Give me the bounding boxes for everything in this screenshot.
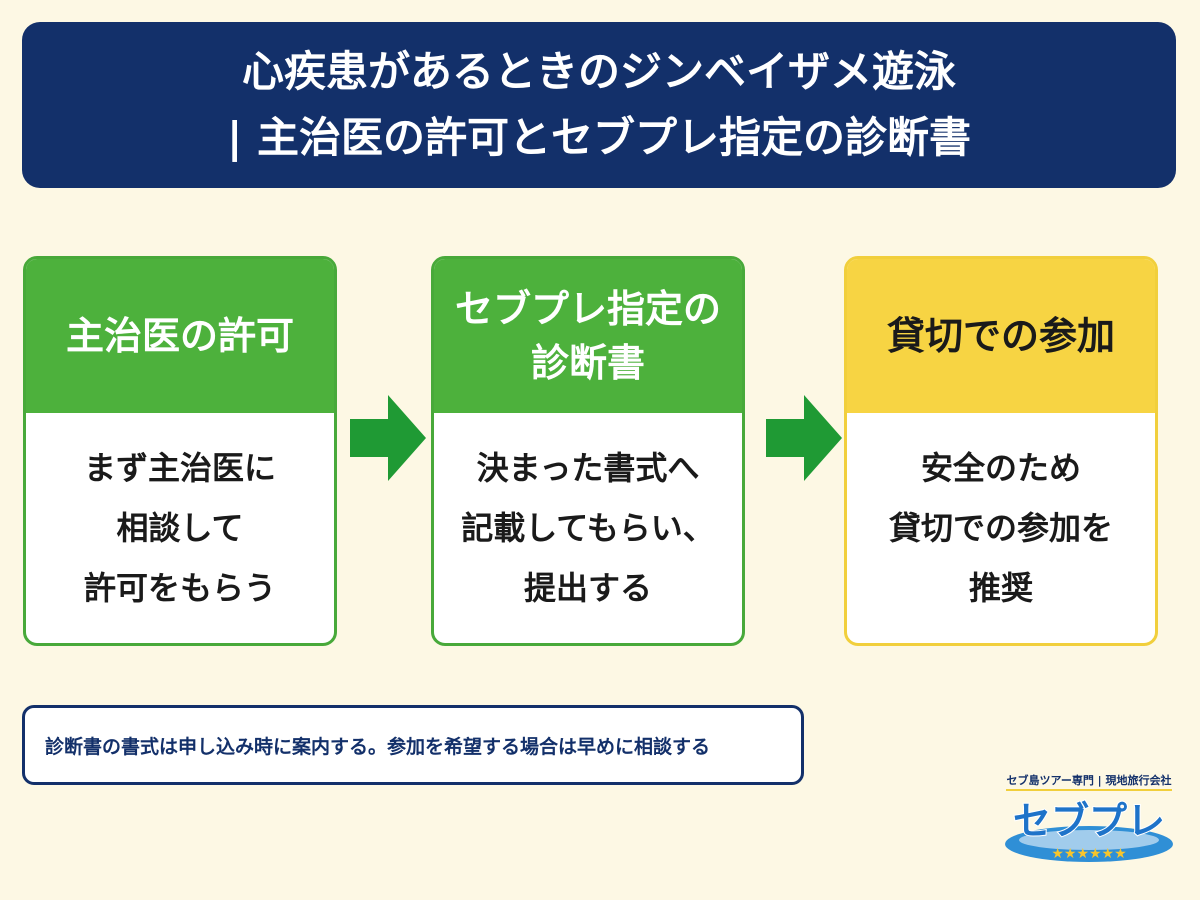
logo-emblem: セブプレ ★★★★★★ — [1005, 798, 1173, 862]
step-header-text: 診断書 — [530, 341, 645, 385]
step-body-line: 許可をもらう — [83, 569, 276, 607]
logo-tagline: セブ島ツアー専門 | 現地旅行会社 — [1006, 774, 1172, 787]
step-card-body: 決まった書式へ 記載してもらい、 提出する — [434, 413, 742, 643]
title-line-2: | 主治医の許可とセブプレ指定の診断書 — [227, 113, 971, 162]
step-body-line: 相談して — [116, 509, 244, 547]
step-card-medical-certificate: セブプレ指定の 診断書 決まった書式へ 記載してもらい、 提出する — [431, 256, 745, 646]
step-card-doctor-permission: 主治医の許可 まず主治医に 相談して 許可をもらう — [23, 256, 337, 646]
step-body-line: 記載してもらい、 — [461, 509, 715, 547]
note-text: 診断書の書式は申し込み時に案内する。参加を希望する場合は早めに相談する — [45, 735, 711, 758]
step-body-line: 推奨 — [968, 569, 1033, 607]
brand-logo: セブ島ツアー専門 | 現地旅行会社 セブプレ ★★★★★★ — [1000, 772, 1178, 868]
note-box: 診断書の書式は申し込み時に案内する。参加を希望する場合は早めに相談する — [22, 705, 804, 785]
step-card-private-charter: 貸切での参加 安全のため 貸切での参加を 推奨 — [844, 256, 1158, 646]
step-header-text: セブプレ指定の — [454, 287, 721, 331]
arrow-right-icon — [766, 395, 842, 481]
step-card-body: まず主治医に 相談して 許可をもらう — [26, 413, 334, 643]
step-body-line: 決まった書式へ — [476, 449, 700, 487]
step-header-text: 主治医の許可 — [65, 314, 294, 358]
step-card-body: 安全のため 貸切での参加を 推奨 — [847, 413, 1155, 643]
step-card-header: セブプレ指定の 診断書 — [434, 259, 742, 413]
title-banner: 心疾患があるときのジンベイザメ遊泳 | 主治医の許可とセブプレ指定の診断書 — [22, 22, 1176, 188]
step-card-header: 貸切での参加 — [847, 259, 1155, 413]
title-line-1: 心疾患があるときのジンベイザメ遊泳 — [241, 47, 956, 96]
logo-divider — [1006, 789, 1172, 791]
logo-wordmark: セブプレ — [1013, 799, 1165, 843]
arrow-right-icon — [350, 395, 426, 481]
logo-wave-highlight — [1019, 830, 1159, 850]
step-body-line: 貸切での参加を — [888, 509, 1113, 547]
step-body-line: まず主治医に — [83, 449, 276, 487]
step-card-header: 主治医の許可 — [26, 259, 334, 413]
step-header-text: 貸切での参加 — [886, 314, 1115, 358]
logo-stars-icon: ★★★★★★ — [1051, 846, 1126, 862]
step-body-line: 安全のため — [920, 449, 1081, 487]
step-body-line: 提出する — [523, 569, 652, 607]
